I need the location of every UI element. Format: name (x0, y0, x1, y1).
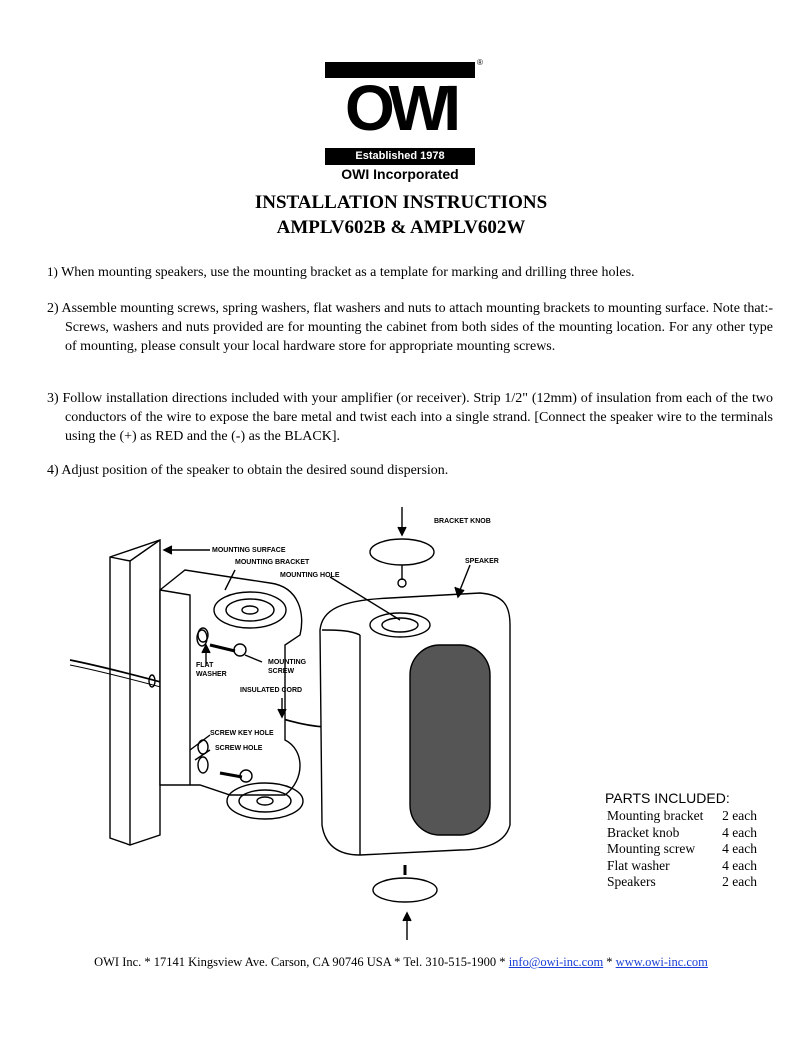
step-2-text: Assemble mounting screws, spring washers… (61, 301, 773, 354)
step-1: 1) When mounting speakers, use the mount… (47, 262, 755, 282)
bracket-knob (369, 538, 435, 566)
mounting-screw-top (209, 643, 236, 653)
flat-washer-top (196, 629, 208, 647)
company-logo: OWI Established 1978 OWI Incorporated ® (325, 58, 483, 182)
label-mounting-screw-2: SCREW (268, 668, 294, 675)
part-name: Mounting bracket (607, 808, 704, 823)
parts-row: Mounting screw 4 each (607, 841, 757, 858)
page-subtitle: AMPLV602B & AMPLV602W (276, 217, 526, 238)
step-4-text: Adjust position of the speaker to obtain… (61, 463, 449, 478)
footer-address: OWI Inc. * 17141 Kingsview Ave. Carson, … (94, 955, 509, 969)
part-qty: 4 each (722, 841, 757, 856)
footer-separator: * (603, 955, 616, 969)
flat-washer-bottom (197, 756, 209, 774)
footer-website-link[interactable]: www.owi-inc.com (615, 955, 708, 969)
label-screw-key-hole: SCREW KEY HOLE (210, 730, 274, 737)
logo-established: Established 1978 (325, 148, 475, 165)
part-name: Speakers (607, 874, 656, 889)
part-qty: 2 each (722, 874, 757, 889)
part-qty: 2 each (722, 808, 757, 823)
step-2-number: 2) (47, 301, 59, 316)
label-mounting-surface: MOUNTING SURFACE (212, 547, 286, 554)
logo-top-bar (325, 62, 475, 78)
page-title: INSTALLATION INSTRUCTIONS (254, 192, 548, 213)
label-mounting-hole: MOUNTING HOLE (280, 572, 340, 579)
label-speaker: SPEAKER (465, 558, 499, 565)
logo-company-name: OWI Incorporated (341, 166, 459, 182)
label-insulated-cord: INSULATED CORD (240, 687, 302, 694)
part-name: Flat washer (607, 857, 670, 873)
step-4: 4) Adjust position of the speaker to obt… (47, 461, 755, 480)
mounting-screw-bottom (219, 771, 243, 779)
label-bracket-knob: BRACKET KNOB (434, 518, 491, 525)
registered-mark: ® (477, 58, 483, 67)
bracket-knob-bottom (372, 877, 438, 903)
label-mounting-screw-1: MOUNTING (268, 659, 307, 666)
step-2: 2) Assemble mounting screws, spring wash… (47, 299, 773, 356)
part-qty: 4 each (722, 857, 757, 873)
speaker-grille (409, 644, 491, 836)
footer-email-link[interactable]: info@owi-inc.com (508, 955, 604, 969)
label-mounting-bracket: MOUNTING BRACKET (235, 559, 310, 566)
mounting-surface-board (109, 539, 161, 846)
bracket-dial-bottom (226, 782, 304, 820)
parts-row: Mounting bracket 2 each (607, 808, 757, 825)
step-1-text: When mounting speakers, use the mounting… (61, 265, 635, 280)
label-flat-washer-2: WASHER (196, 671, 227, 678)
speaker-top-knob (369, 612, 431, 638)
parts-row: Speakers 2 each (607, 874, 757, 891)
footer: OWI Inc. * 17141 Kingsview Ave. Carson, … (0, 955, 802, 970)
step-1-number: 1) (47, 264, 58, 279)
step-4-number: 4) (47, 463, 59, 478)
installation-diagram: BRACKET KNOB SPEAKER MOUNTING SURFACE MO… (69, 507, 511, 940)
part-qty: 4 each (722, 824, 757, 840)
logo-word: OWI (345, 72, 461, 144)
parts-included-title: PARTS INCLUDED: (605, 790, 730, 806)
part-name: Mounting screw (607, 841, 696, 856)
label-flat-washer-1: FLAT (196, 662, 214, 669)
bracket-dial-top (213, 591, 287, 629)
part-name: Bracket knob (607, 824, 680, 840)
step-3-text: Follow installation directions included … (62, 391, 774, 444)
step-3-number: 3) (47, 391, 59, 406)
parts-row: Bracket knob 4 each (607, 825, 757, 842)
parts-row: Flat washer 4 each (607, 858, 757, 875)
parts-list: Mounting bracket 2 each Bracket knob 4 eac… (607, 808, 757, 891)
label-screw-hole: SCREW HOLE (215, 745, 263, 752)
step-3: 3) Follow installation directions includ… (47, 389, 773, 446)
